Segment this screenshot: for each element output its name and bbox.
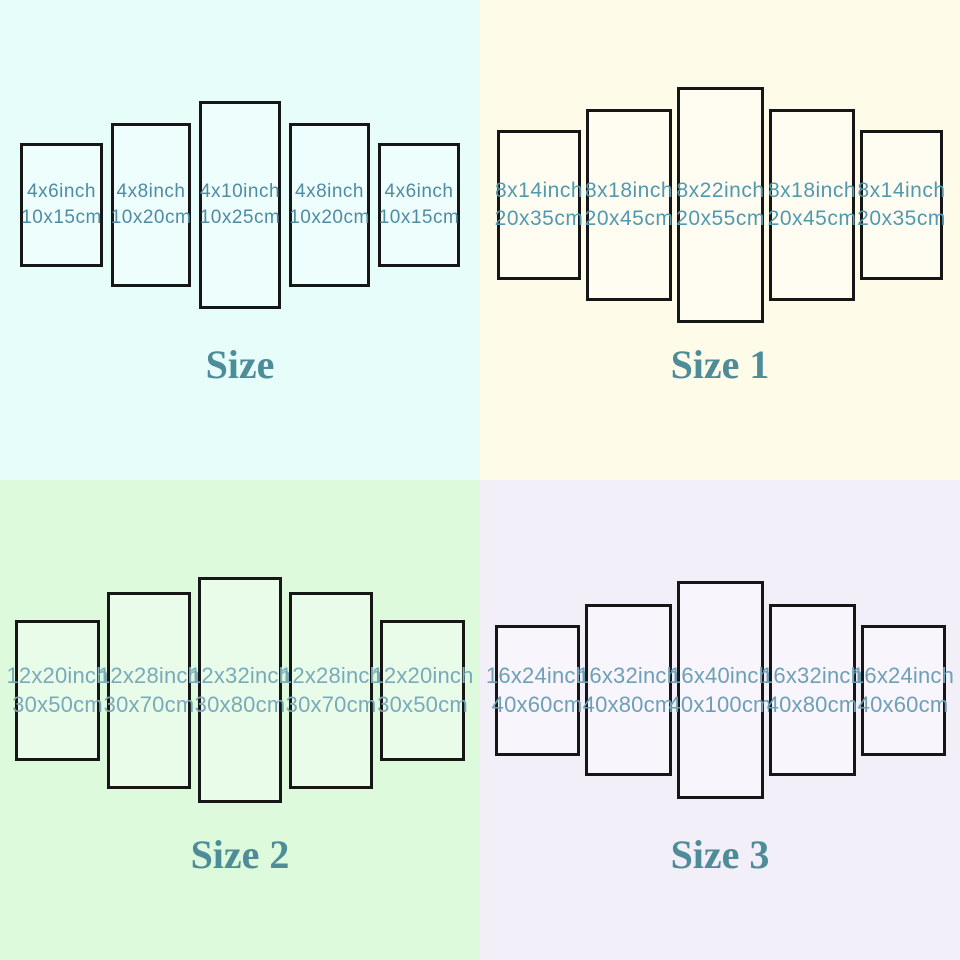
panel-cm-line: 20x45cm <box>767 207 857 230</box>
panel-size-label: 8x14inch 20x35cm <box>495 177 584 233</box>
panel-cm-line: 10x25cm <box>199 207 281 228</box>
canvas-panel: 16x40inch 40x100cm <box>668 581 771 799</box>
panel-size-label: 4x8inch 10x20cm <box>111 179 192 231</box>
panel-size-label: 16x24inch 40x60cm <box>486 661 588 719</box>
panel-inch-line: 8x18inch <box>767 179 857 202</box>
canvas-panel: 16x32inch 40x80cm <box>761 604 863 776</box>
panel-inch-line: 8x18inch <box>584 179 674 202</box>
canvas-panel: 4x6inch 10x15cm <box>20 143 103 267</box>
canvas-panel: 12x28inch 30x70cm <box>280 591 382 789</box>
panel-inch-line: 12x32inch <box>188 663 292 688</box>
panel-size-label: 8x18inch 20x45cm <box>585 177 674 233</box>
canvas-panel: 4x8inch 10x20cm <box>111 123 191 287</box>
panel-size-label: 8x18inch 20x45cm <box>768 177 857 233</box>
canvas-panel: 4x10inch 10x25cm <box>199 101 281 309</box>
panel-size-label: 16x24inch 40x60cm <box>852 661 954 719</box>
panel-size-label: 4x8inch 10x20cm <box>289 179 370 231</box>
panel-inch-line: 4x10inch <box>199 181 281 202</box>
panel-cm-line: 10x20cm <box>110 207 192 228</box>
panel-size-label: 4x10inch 10x25cm <box>200 179 281 231</box>
panel-inch-line: 16x32inch <box>576 663 680 688</box>
canvas-panel: 8x22inch 20x55cm <box>676 87 765 323</box>
panel-inch-line: 12x28inch <box>279 663 383 688</box>
quadrant-title: Size 2 <box>190 832 290 877</box>
panel-cm-line: 10x15cm <box>21 207 102 228</box>
panel-inch-line: 12x20inch <box>6 663 109 688</box>
panel-size-label: 8x22inch 20x55cm <box>676 177 765 233</box>
panel-cm-line: 40x60cm <box>491 692 583 717</box>
panel-inch-line: 4x8inch <box>116 181 186 202</box>
panel-cm-line: 10x20cm <box>289 207 370 228</box>
panel-cm-line: 30x50cm <box>12 692 103 717</box>
panel-cm-line: 40x80cm <box>766 692 858 717</box>
panel-cm-line: 20x45cm <box>584 207 674 230</box>
panel-cm-line: 30x70cm <box>103 692 195 717</box>
panel-size-label: 12x28inch 30x70cm <box>98 661 200 719</box>
canvas-panel: 8x18inch 20x45cm <box>768 109 857 301</box>
panel-size-label: 12x20inch 30x50cm <box>371 661 473 719</box>
quadrant-title: Size 1 <box>670 342 770 387</box>
panel-inch-line: 4x6inch <box>384 181 454 202</box>
canvas-panel: 8x14inch 20x35cm <box>857 130 946 280</box>
panel-inch-line: 4x8inch <box>295 181 364 202</box>
panel-inch-line: 16x40inch <box>668 663 772 688</box>
panel-cm-line: 40x60cm <box>857 692 949 717</box>
canvas-panel: 16x32inch 40x80cm <box>577 604 679 776</box>
panel-size-label: 12x32inch 30x80cm <box>189 661 291 719</box>
panel-size-label: 16x32inch 40x80cm <box>761 661 863 719</box>
panel-cm-line: 20x35cm <box>857 207 946 230</box>
panel-inch-line: 16x24inch <box>485 663 589 688</box>
canvas-panel: 8x14inch 20x35cm <box>495 130 584 280</box>
panel-cm-line: 30x50cm <box>377 692 468 717</box>
panel-inch-line: 8x14inch <box>857 179 946 202</box>
quadrant-title: Size 3 <box>670 832 770 877</box>
panel-inch-line: 16x32inch <box>760 663 864 688</box>
panel-size-label: 12x20inch 30x50cm <box>6 661 108 719</box>
panel-size-label: 12x28inch 30x70cm <box>280 661 382 719</box>
panel-size-label: 4x6inch 10x15cm <box>21 179 102 231</box>
canvas-panel: 12x20inch 30x50cm <box>371 619 473 761</box>
quadrant-size: 4x6inch 10x15cm 4x8inch 10x20cm 4x10inch 10x2… <box>0 0 480 480</box>
canvas-panel: 12x20inch 30x50cm <box>6 619 108 761</box>
canvas-panel: 4x6inch 10x15cm <box>378 143 460 267</box>
canvas-panel: 12x32inch 30x80cm <box>189 577 291 803</box>
canvas-panel: 8x18inch 20x45cm <box>585 109 674 301</box>
panel-inch-line: 4x6inch <box>27 181 96 202</box>
panel-cm-line: 40x100cm <box>668 692 772 717</box>
panel-size-label: 8x14inch 20x35cm <box>857 177 946 233</box>
panel-row: 4x6inch 10x15cm 4x8inch 10x20cm 4x10inch 10x2… <box>0 0 480 410</box>
canvas-panel: 4x8inch 10x20cm <box>289 123 370 287</box>
canvas-panel: 16x24inch 40x60cm <box>486 624 588 756</box>
panel-cm-line: 40x80cm <box>582 692 674 717</box>
panel-size-label: 16x40inch 40x100cm <box>668 661 771 719</box>
panel-size-label: 4x6inch 10x15cm <box>379 179 460 231</box>
canvas-panel: 12x28inch 30x70cm <box>98 591 200 789</box>
panel-inch-line: 12x28inch <box>97 663 201 688</box>
panel-cm-line: 30x80cm <box>194 692 286 717</box>
panel-cm-line: 10x15cm <box>378 207 460 228</box>
panel-size-label: 16x32inch 40x80cm <box>577 661 679 719</box>
panel-cm-line: 30x70cm <box>285 692 377 717</box>
panel-cm-line: 20x35cm <box>494 207 584 230</box>
canvas-panel: 16x24inch 40x60cm <box>852 624 954 756</box>
quadrant-title: Size <box>205 342 275 387</box>
panel-inch-line: 8x22inch <box>676 179 765 202</box>
panel-inch-line: 8x14inch <box>494 179 584 202</box>
panel-inch-line: 12x20inch <box>371 663 474 688</box>
panel-inch-line: 16x24inch <box>851 663 955 688</box>
panel-cm-line: 20x55cm <box>676 207 765 230</box>
